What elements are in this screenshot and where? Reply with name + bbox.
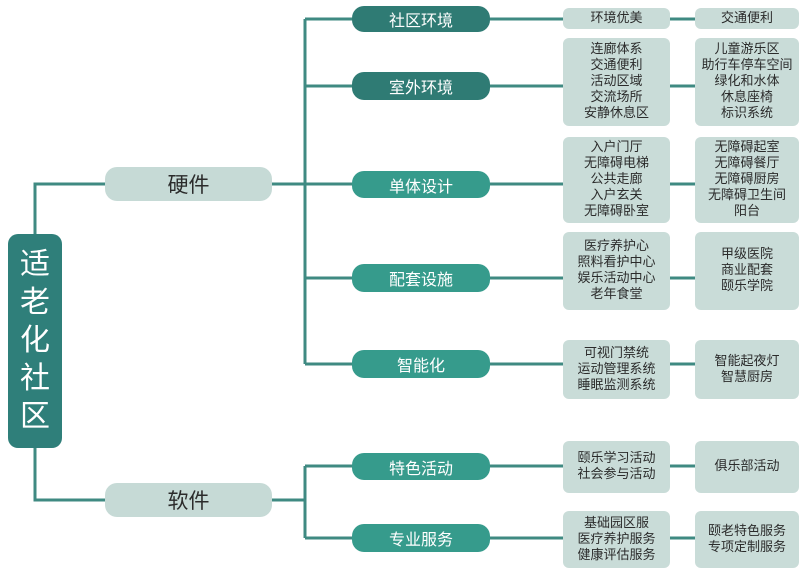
- root-char: 区: [20, 399, 50, 434]
- activities-details-b: 俱乐部活动: [695, 441, 799, 493]
- leaf-text: 标识系统: [720, 106, 773, 121]
- community-details-a: 环境优美: [563, 8, 670, 29]
- leaf-text: 无障碍厨房: [714, 172, 780, 187]
- leaf-text: 无障碍卫生间: [707, 188, 786, 203]
- leaf-text: 专项定制服务: [707, 539, 786, 555]
- leaf-text: 入户玄关: [590, 188, 643, 203]
- outdoor-details-a: 连廊体系 交通便利 活动区域 交流场所 安静休息区: [563, 38, 670, 126]
- root-char: 老: [20, 285, 50, 320]
- smart-node: 智能化: [352, 350, 490, 378]
- leaf-text: 颐乐学习活动: [577, 451, 656, 466]
- leaf-text: 社会参与活动: [577, 467, 656, 482]
- leaf-text: 运动管理系统: [577, 361, 656, 377]
- leaf-text: 可视门禁统: [583, 345, 649, 361]
- smart-details-b: 智能起夜灯 智慧厨房: [695, 340, 799, 399]
- leaf-text: 无障碍餐厅: [714, 156, 780, 171]
- leaf-text: 老年食堂: [590, 287, 643, 302]
- unit-details-a: 入户门厅 无障碍电梯 公共走廊 入户玄关 无障碍卧室: [563, 137, 670, 223]
- leaf-text: 颐乐学院: [720, 279, 773, 294]
- unit-details-b: 无障碍起室 无障碍餐厅 无障碍厨房 无障碍卫生间 阳台: [695, 137, 799, 223]
- featured-activities-node: 特色活动: [352, 453, 490, 480]
- software-node: 软件: [105, 483, 272, 517]
- services-details-a: 基础园区服 医疗养护服务 健康评估服务: [563, 511, 670, 568]
- leaf-text: 颐老特色服务: [707, 523, 786, 539]
- leaf-text: 交流场所: [590, 90, 643, 105]
- leaf-text: 基础园区服: [583, 515, 649, 531]
- leaf-text: 入户门厅: [590, 140, 643, 155]
- leaf-text: 医疗养护心: [583, 239, 649, 254]
- supporting-facilities-node: 配套设施: [352, 264, 490, 292]
- root-char: 社: [20, 361, 50, 396]
- leaf-text: 连廊体系: [590, 42, 643, 57]
- leaf-text: 儿童游乐区: [714, 42, 780, 57]
- leaf-text: 无障碍卧室: [583, 204, 649, 219]
- smart-details-a: 可视门禁统 运动管理系统 睡眠监测系统: [563, 340, 670, 399]
- hardware-node: 硬件: [105, 167, 272, 201]
- unit-design-node: 单体设计: [352, 171, 490, 198]
- leaf-text: 智能起夜灯: [714, 353, 780, 369]
- facilities-details-a: 医疗养护心 照料看护中心 娱乐活动中心 老年食堂: [563, 232, 670, 310]
- leaf-text: 环境优美: [590, 10, 643, 26]
- leaf-text: 休息座椅: [720, 90, 773, 105]
- leaf-text: 甲级医院: [720, 247, 773, 262]
- root-char: 适: [20, 247, 50, 282]
- outdoor-environment-node: 室外环境: [352, 72, 490, 100]
- professional-services-node: 专业服务: [352, 524, 490, 552]
- root-node: 适 老 化 社 区: [8, 234, 62, 448]
- activities-details-a: 颐乐学习活动 社会参与活动: [563, 441, 670, 493]
- leaf-text: 无障碍起室: [714, 140, 780, 155]
- leaf-text: 绿化和水体: [714, 74, 780, 89]
- leaf-text: 无障碍电梯: [583, 156, 649, 171]
- leaf-text: 助行车停车空间: [701, 58, 793, 73]
- facilities-details-b: 甲级医院 商业配套 颐乐学院: [695, 232, 799, 310]
- leaf-text: 娱乐活动中心: [577, 271, 656, 286]
- leaf-text: 交通便利: [720, 10, 773, 26]
- leaf-text: 安静休息区: [583, 106, 649, 121]
- leaf-text: 活动区域: [590, 74, 643, 89]
- leaf-text: 交通便利: [590, 58, 643, 73]
- leaf-text: 睡眠监测系统: [577, 377, 656, 393]
- root-char: 化: [20, 323, 50, 358]
- leaf-text: 照料看护中心: [577, 255, 656, 270]
- services-details-b: 颐老特色服务 专项定制服务: [695, 511, 799, 568]
- leaf-text: 公共走廊: [590, 172, 643, 187]
- leaf-text: 阳台: [733, 204, 760, 219]
- outdoor-details-b: 儿童游乐区 助行车停车空间 绿化和水体 休息座椅 标识系统: [695, 38, 799, 126]
- leaf-text: 俱乐部活动: [714, 459, 780, 474]
- leaf-text: 智慧厨房: [720, 369, 773, 385]
- leaf-text: 医疗养护服务: [577, 531, 656, 547]
- leaf-text: 健康评估服务: [577, 547, 656, 563]
- community-environment-node: 社区环境: [352, 6, 490, 32]
- community-details-b: 交通便利: [695, 8, 799, 29]
- leaf-text: 商业配套: [720, 263, 773, 278]
